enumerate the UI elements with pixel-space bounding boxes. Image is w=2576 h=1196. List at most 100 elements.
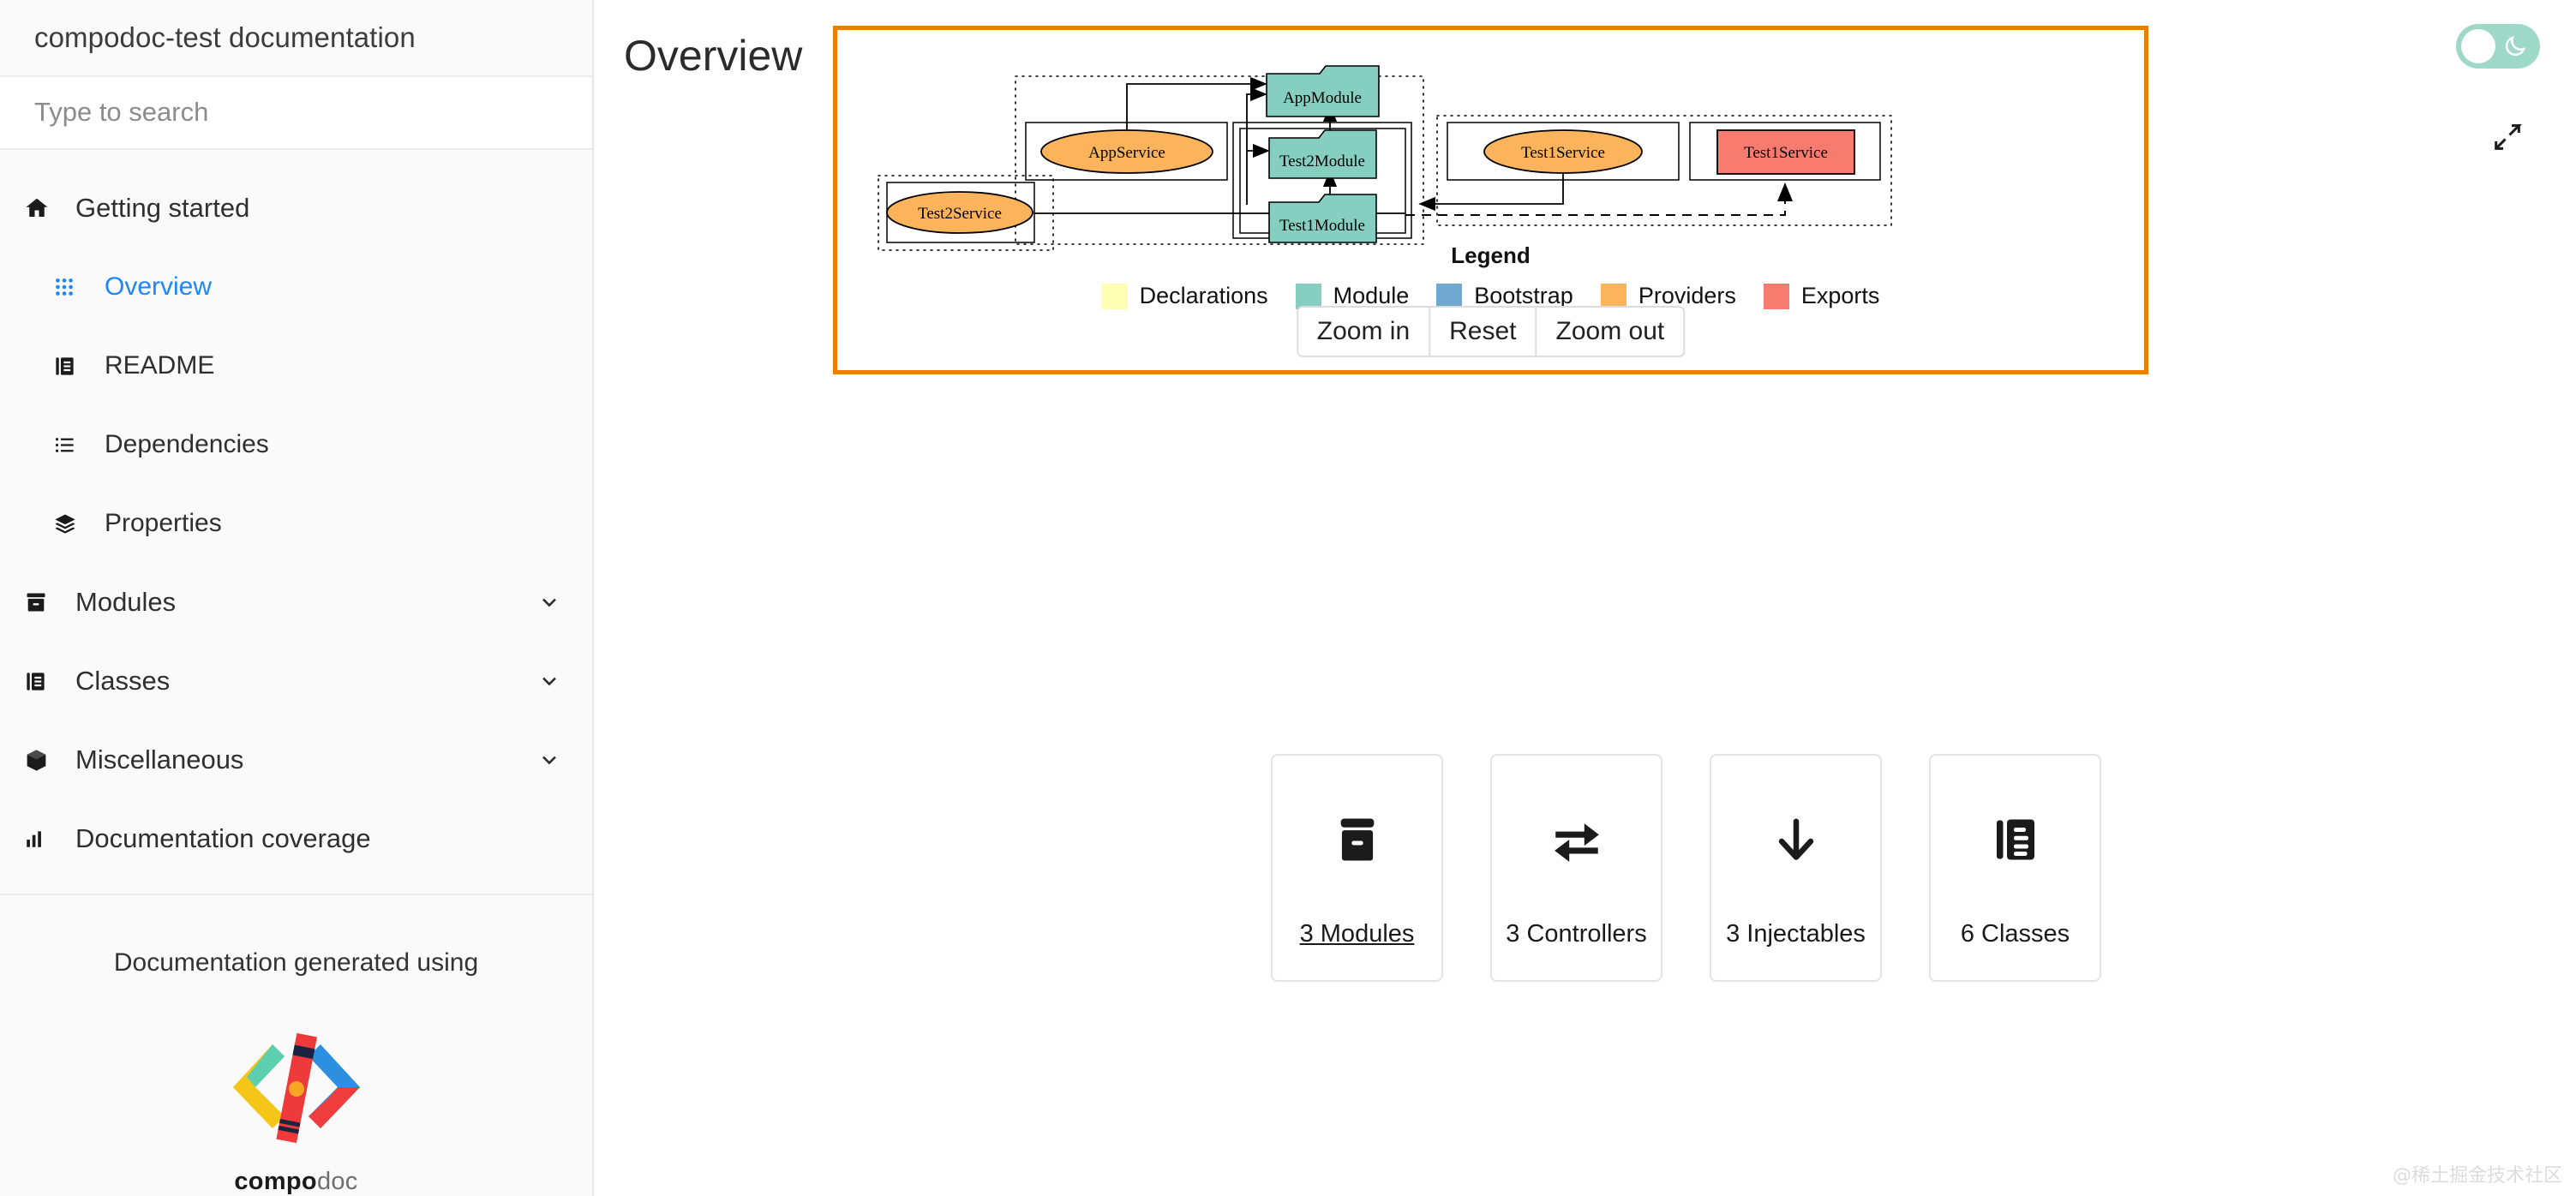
layers-icon [53, 511, 93, 535]
graph-legend: Legend Declarations Module Bootstrap [837, 242, 2144, 309]
sidebar-footer: Documentation generated using [0, 895, 592, 1196]
svg-text:Test2Service: Test2Service [918, 205, 1002, 223]
graph-node-test1service-export: Test1Service [1716, 129, 1855, 175]
watermark: @稀土掘金技术社区 [2392, 1165, 2562, 1187]
sidebar-item-documentation-coverage[interactable]: Documentation coverage [0, 799, 592, 878]
legend-item-exports: Exports [1763, 283, 1880, 309]
legend-items: Declarations Module Bootstrap Providers [837, 283, 2144, 309]
stat-cards: 3 Modules 3 Controllers 3 Injectabl [1271, 754, 2101, 982]
page-title: Overview [624, 32, 803, 80]
book-icon [53, 355, 93, 378]
search-input[interactable] [34, 97, 558, 129]
sidebar-item-label: Getting started [75, 193, 250, 223]
logo-bold: compo [234, 1168, 317, 1195]
legend-item-bootstrap: Bootstrap [1436, 283, 1573, 309]
sidebar-item-overview[interactable]: Overview [0, 248, 592, 326]
main-content: Overview [594, 0, 2576, 1196]
footer-text: Documentation generated using [113, 948, 479, 977]
legend-item-declarations: Declarations [1101, 283, 1268, 309]
sidebar-item-getting-started[interactable]: Getting started [0, 169, 592, 248]
archive-icon [24, 590, 63, 614]
stat-card-label: 6 Classes [1960, 919, 2070, 948]
sidebar-item-miscellaneous[interactable]: Miscellaneous [0, 721, 592, 799]
bar-chart-icon [24, 828, 63, 850]
sidebar-item-label: Overview [105, 272, 213, 301]
sidebar-item-properties[interactable]: Properties [0, 484, 592, 563]
exchange-icon [1549, 788, 1605, 891]
sidebar-divider [0, 894, 592, 895]
sidebar-item-label: README [105, 351, 215, 380]
legend-label: Exports [1800, 283, 1880, 308]
list-icon [53, 434, 93, 457]
svg-text:Test1Module: Test1Module [1279, 217, 1365, 235]
sidebar-item-label: Modules [75, 587, 177, 617]
module-dependency-graph[interactable]: Test1Service(export) --> AppModule Test2… [837, 30, 2144, 253]
moon-icon [2502, 33, 2528, 59]
graph-node-test1module: Test1Module [1268, 194, 1377, 243]
graph-node-test1service-provider: Test1Service [1483, 129, 1643, 174]
svg-text:AppService: AppService [1088, 144, 1165, 162]
svg-text:Test1Service: Test1Service [1521, 144, 1605, 162]
expand-diagram-button[interactable] [2490, 120, 2525, 154]
toggle-knob [2461, 29, 2495, 63]
sidebar-item-label: Properties [105, 509, 222, 537]
sidebar-title: compodoc-test documentation [0, 0, 592, 77]
stat-card-injectables[interactable]: 3 Injectables [1710, 754, 1882, 982]
box-icon [24, 748, 63, 773]
sidebar-item-readme[interactable]: README [0, 326, 592, 405]
stat-card-label: 3 Injectables [1726, 919, 1866, 948]
legend-swatch [1295, 283, 1321, 309]
graph-node-appservice: AppService [1040, 129, 1213, 174]
arrow-down-icon [1770, 788, 1822, 891]
legend-label: Declarations [1139, 283, 1268, 308]
search-box[interactable] [0, 76, 592, 150]
stat-card-label: 3 Modules [1299, 919, 1415, 948]
logo-light: doc [316, 1168, 358, 1195]
sidebar-item-dependencies[interactable]: Dependencies [0, 405, 592, 484]
grid-icon [53, 276, 93, 298]
chevron-down-icon[interactable] [537, 590, 561, 614]
legend-item-providers: Providers [1600, 283, 1736, 309]
sidebar: compodoc-test documentation Getting star… [0, 0, 594, 1196]
sidebar-item-label: Miscellaneous [75, 745, 244, 774]
compodoc-logo [211, 1020, 382, 1157]
sidebar-item-modules[interactable]: Modules [0, 563, 592, 642]
graph-node-test2module: Test2Module [1268, 129, 1377, 179]
legend-label: Providers [1638, 283, 1736, 308]
chevron-down-icon[interactable] [537, 669, 561, 693]
svg-text:Test1Service: Test1Service [1744, 144, 1828, 162]
stat-card-controllers[interactable]: 3 Controllers [1490, 754, 1662, 982]
reset-zoom-button[interactable]: Reset [1430, 308, 1537, 356]
dark-mode-toggle[interactable] [2456, 24, 2540, 69]
sidebar-item-label: Documentation coverage [75, 823, 371, 853]
sidebar-item-label: Classes [75, 666, 171, 696]
book-icon [24, 670, 63, 693]
zoom-out-button[interactable]: Zoom out [1537, 308, 1684, 356]
compodoc-wordmark: compodoc [234, 1168, 357, 1196]
archive-icon [1331, 788, 1384, 891]
sidebar-item-classes[interactable]: Classes [0, 642, 592, 721]
book-icon [1990, 788, 2041, 891]
svg-text:Test2Module: Test2Module [1279, 152, 1365, 170]
module-graph-panel: Test1Service(export) --> AppModule Test2… [833, 26, 2148, 374]
graph-zoom-controls: Zoom in Reset Zoom out [1296, 306, 1686, 357]
legend-label: Bootstrap [1474, 283, 1573, 308]
legend-swatch [1600, 283, 1626, 309]
stat-card-classes[interactable]: 6 Classes [1929, 754, 2101, 982]
sidebar-nav: Getting started Overview [0, 150, 592, 895]
legend-label: Module [1333, 283, 1410, 308]
legend-title: Legend [1451, 242, 1531, 268]
legend-swatch [1101, 283, 1128, 309]
zoom-in-button[interactable]: Zoom in [1297, 308, 1431, 356]
stat-card-modules[interactable]: 3 Modules [1271, 754, 1443, 982]
legend-item-module: Module [1295, 283, 1410, 309]
legend-swatch [1763, 283, 1789, 309]
chevron-down-icon[interactable] [537, 748, 561, 772]
graph-node-test2service: Test2Service [886, 191, 1033, 234]
svg-text:AppModule: AppModule [1283, 89, 1362, 107]
legend-swatch [1436, 283, 1463, 309]
stat-card-label: 3 Controllers [1506, 919, 1647, 948]
graph-node-appmodule: AppModule [1266, 65, 1380, 117]
home-icon [24, 195, 63, 221]
